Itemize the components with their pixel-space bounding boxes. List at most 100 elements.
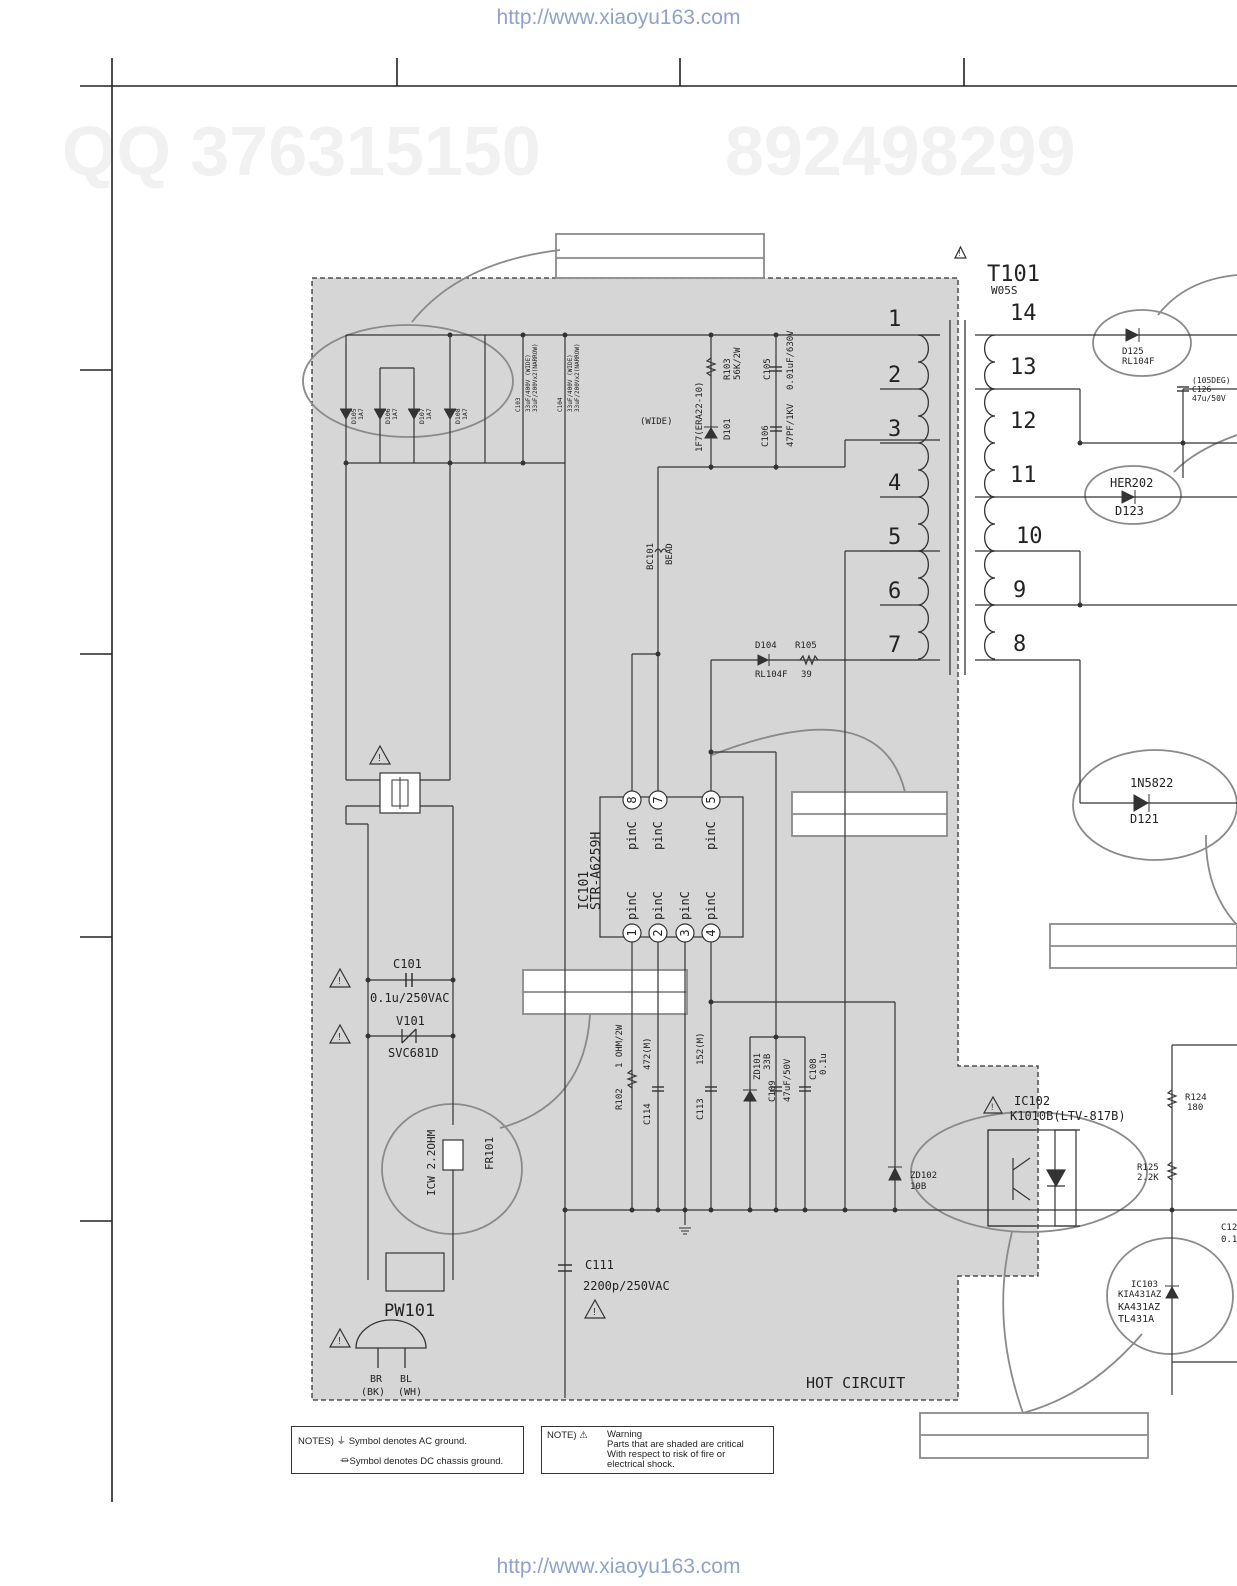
v101-varistor [401, 1028, 417, 1044]
r125-resistor [1166, 1161, 1178, 1181]
c103-label: C103 [515, 397, 522, 412]
r102-label: R102 [615, 1088, 625, 1110]
c108-value: 0.1u [819, 1053, 829, 1075]
ac-ground-note: Symbol denotes AC ground. [348, 1436, 467, 1447]
pin-1: 1 [888, 307, 901, 332]
c12x-label: C12 [1221, 1223, 1237, 1233]
ic-pin-4: 4 [704, 929, 718, 936]
pin-10: 10 [1016, 524, 1043, 549]
c126-note: (105DEG) [1192, 376, 1231, 385]
footer-url[interactable]: http://www.xiaoyu163.com [496, 1555, 741, 1578]
c106-capacitor [770, 426, 782, 432]
warning-line1: Parts that are shaded are critical [607, 1439, 744, 1450]
c114-value: 472(M) [643, 1037, 653, 1070]
zd102-label: ZD102 [910, 1171, 937, 1181]
v101-label: V101 [396, 1014, 425, 1028]
ic101-pin-functions: pinC pinC pinC pinC pinC pinC pinC [625, 821, 718, 920]
plug-bk: (BK) [361, 1387, 385, 1398]
d125-labels: D125 RL104F [1122, 347, 1155, 367]
c104-value2: 33uF/200Vx2(NARROW) [574, 343, 581, 412]
plug-wh: (WH) [398, 1387, 422, 1398]
ic103-part: KIA431AZ [1118, 1290, 1162, 1300]
c113-value: 152(M) [696, 1032, 706, 1065]
c103-value: 33uF/400V (WIDE) [525, 354, 532, 412]
ic101-pins [622, 790, 721, 943]
fr101-value: ICW 2.2OHM [425, 1129, 438, 1196]
watermark-qq2: 892498299 [725, 112, 1075, 190]
c114-label: C114 [643, 1103, 653, 1125]
bridge-labels: D105 1A7 D106 1A7 D107 1A7 D108 1A7 [350, 408, 469, 424]
warning-icon: ! ! ! ! ! ! ! [328, 245, 1004, 1348]
ic103-parts: KA431AZ TL431A [1118, 1302, 1160, 1325]
ic103-part2: KA431AZ [1118, 1302, 1160, 1313]
transformer-t101 [880, 320, 996, 675]
ic101-pin-numbers: 8 7 5 1 2 3 4 [625, 796, 718, 936]
header-url[interactable]: http://www.xiaoyu163.com [496, 6, 741, 29]
svg-text:!: ! [338, 1336, 341, 1347]
ic-pin-1: 1 [625, 929, 639, 936]
c109-label: C109 [768, 1080, 778, 1102]
ic103-part3: TL431A [1118, 1314, 1154, 1325]
ground-notes: NOTES) ⏚ Symbol denotes AC ground. ⏛Symb… [291, 1426, 524, 1474]
c111-labels: C111 2200p/250VAC [583, 1258, 670, 1293]
callouts [302, 233, 1237, 1459]
svg-text:!: ! [378, 753, 381, 764]
junctions [343, 332, 1186, 1213]
ic103-shunt [1165, 1285, 1179, 1299]
ic101-ref: IC101 [577, 871, 592, 910]
ic101-labels: IC101 STR-A6259H [577, 832, 604, 910]
d104-value: RL104F [755, 670, 788, 680]
svg-text:!: ! [991, 1102, 994, 1112]
ic102-internals [1012, 1157, 1067, 1201]
primary-pin-labels: 1 2 3 4 5 6 7 [888, 307, 901, 658]
watermark-qq: QQ 376315150 [62, 112, 541, 190]
ic103-ref: IC103 [1131, 1280, 1158, 1290]
pin-function: pinC [704, 891, 718, 920]
plug-br: BR [370, 1374, 383, 1385]
warning-notes: NOTE) ⚠ Warning Parts that are shaded ar… [541, 1426, 774, 1474]
d101-wide: (WIDE) [640, 417, 673, 427]
zd101-value: 33B [763, 1054, 773, 1070]
c111-label: C111 [585, 1258, 614, 1272]
r103-label: R103 [723, 358, 733, 380]
wires [345, 334, 1237, 1398]
v101-value: SVC681D [388, 1046, 439, 1060]
warning-line3: electrical shock. [607, 1459, 675, 1470]
snubber-labels: R103 56K/2W C105 0.01uF/630V C106 47PF/1… [640, 330, 817, 680]
d107-value: 1A7 [425, 408, 433, 420]
bc101-label: BC101 [646, 543, 656, 570]
d125-diode [1125, 328, 1140, 342]
d101-value: 1F7(ERA22-10) [695, 382, 705, 452]
r105-value: 39 [801, 670, 812, 680]
d104-diode [757, 654, 770, 666]
d121-labels: 1N5822 D121 [1130, 776, 1173, 826]
sheet-frame [80, 58, 1237, 1502]
dc-ground-icon: ⏛ [340, 1456, 350, 1467]
pin-7: 7 [888, 633, 901, 658]
t101-ref: T101 [987, 262, 1040, 287]
ic-pin-2: 2 [651, 929, 665, 936]
plug-labels: BR BL (BK) (WH) [361, 1374, 422, 1398]
c101-value: 0.1u/250VAC [370, 991, 449, 1005]
r102-value: 1 OHM/2W [615, 1024, 625, 1068]
c109-capacitor [770, 1086, 782, 1092]
c108-label: C108 [809, 1058, 819, 1080]
ground-symbol [679, 1227, 691, 1235]
warning-line2: With respect to risk of fire or [607, 1449, 726, 1460]
pin-8: 8 [1013, 632, 1026, 657]
c101-label: C101 [393, 957, 422, 971]
r125-value: 2.2K [1137, 1173, 1159, 1183]
pin-6: 6 [888, 579, 901, 604]
pin-function: pinC [651, 891, 665, 920]
bulk-cap-labels: C103 33uF/400V (WIDE) 33uF/200Vx2(NARROW… [515, 343, 581, 412]
c113-capacitor [705, 1086, 717, 1092]
r103-value: 56K/2W [733, 347, 743, 380]
ic102-body [987, 1129, 1077, 1227]
d101-diode [704, 426, 718, 439]
d106-value: 1A7 [391, 408, 399, 420]
d107-label: D107 [418, 408, 426, 424]
ac-ground-icon: ⏚ [336, 1436, 347, 1447]
notes-prefix: NOTES) [298, 1436, 334, 1447]
pin-5: 5 [888, 525, 901, 550]
